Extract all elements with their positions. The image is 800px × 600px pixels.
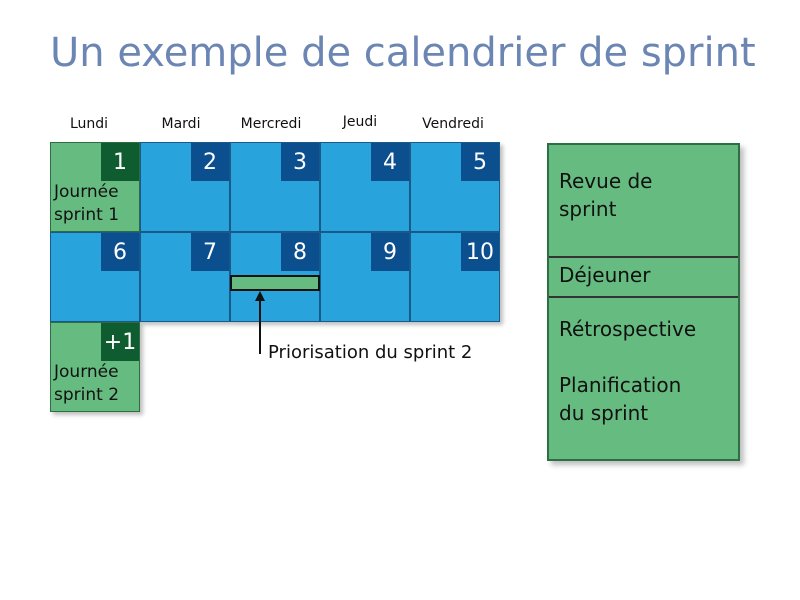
day-header-mardi: Mardi — [161, 116, 201, 132]
agenda-retrospective: Rétrospective — [559, 317, 697, 341]
day-cell-9: 9 — [320, 232, 410, 322]
day-cell-2: 2 — [140, 142, 230, 232]
day-cell-label: Journée sprint 2 — [54, 362, 120, 405]
day-cell-1: 1 Journée sprint 1 — [50, 142, 140, 232]
day-cell-6: 6 — [50, 232, 140, 322]
day-number: +1 — [101, 323, 139, 361]
day-number: 3 — [281, 143, 319, 181]
page-title: Un exemple de calendrier de sprint — [50, 30, 756, 76]
day-cell-5: 5 — [410, 142, 500, 232]
day-cell-7: 7 — [140, 232, 230, 322]
prioritization-label: Priorisation du sprint 2 — [268, 342, 473, 363]
day-cell-label: Journée sprint 1 — [54, 182, 120, 225]
agenda-panel: Revue de sprint Déjeuner Rétrospective P… — [547, 143, 740, 461]
day-header-vendredi: Vendredi — [422, 116, 484, 132]
day-cell-4: 4 — [320, 142, 410, 232]
arrow-up-icon — [255, 291, 265, 354]
agenda-divider — [549, 296, 738, 298]
day-header-jeudi: Jeudi — [342, 114, 378, 130]
day-number: 5 — [461, 143, 499, 181]
day-number: 9 — [371, 233, 409, 271]
day-cell-10: 10 — [410, 232, 500, 322]
day-number: 10 — [461, 233, 499, 271]
day-number: 6 — [101, 233, 139, 271]
day-header-lundi: Lundi — [69, 116, 109, 132]
prioritization-bar — [230, 275, 320, 291]
day-number: 4 — [371, 143, 409, 181]
day-header-mercredi: Mercredi — [240, 116, 302, 132]
day-cell-3: 3 — [230, 142, 320, 232]
day-number: 7 — [191, 233, 229, 271]
agenda-review: Revue de sprint — [559, 169, 653, 221]
day-number: 2 — [191, 143, 229, 181]
day-number: 8 — [281, 233, 319, 271]
agenda-divider — [549, 256, 738, 258]
agenda-planning: Planification du sprint — [559, 373, 682, 425]
agenda-lunch: Déjeuner — [559, 263, 651, 287]
day-number: 1 — [101, 143, 139, 181]
day-cell-plus-1: +1 Journée sprint 2 — [50, 322, 140, 412]
